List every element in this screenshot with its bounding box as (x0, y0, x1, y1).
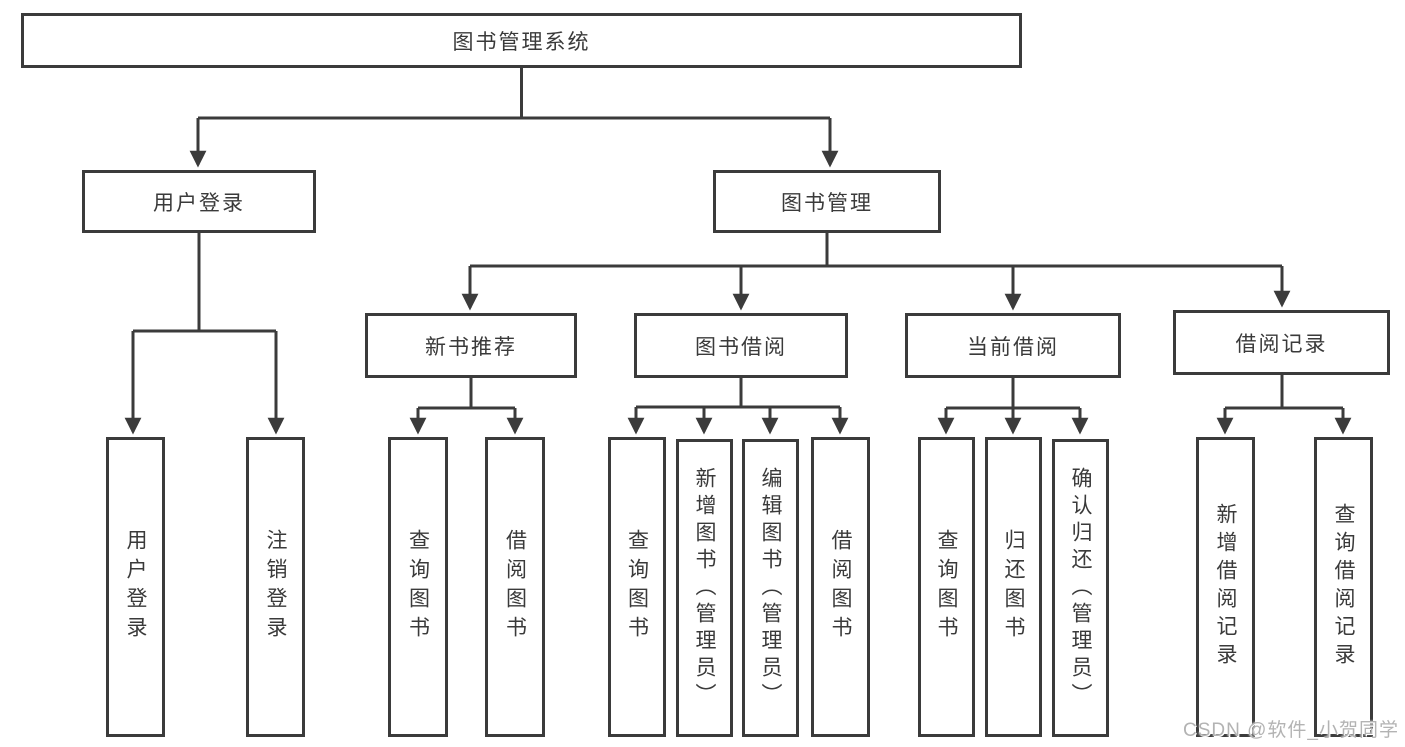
node-user-login: 用户登录 (82, 170, 316, 233)
leaf-query-borrow-record: 查询借阅记录 (1314, 437, 1373, 737)
leaf-label: 注销登录 (264, 529, 287, 645)
leaf-label: 查询图书 (406, 529, 430, 645)
leaf-label: 新增图书（管理员） (693, 466, 716, 710)
leaf-confirm-return-admin: 确认归还（管理员） (1052, 439, 1109, 737)
leaf-label: 查询借阅记录 (1332, 503, 1355, 671)
leaf-query-books-2: 查询图书 (608, 437, 666, 737)
node-label: 用户登录 (153, 191, 245, 215)
node-book-borrowing: 图书借阅 (634, 313, 848, 378)
node-root-library-system: 图书管理系统 (21, 13, 1022, 68)
node-borrow-records: 借阅记录 (1173, 310, 1390, 375)
node-current-borrowing: 当前借阅 (905, 313, 1121, 378)
leaf-query-books-3: 查询图书 (918, 437, 975, 737)
csdn-watermark: CSDN @软件_小贺同学 (1183, 720, 1399, 741)
node-label: 图书管理 (781, 191, 873, 215)
node-new-book-recommend: 新书推荐 (365, 313, 577, 378)
leaf-label: 借阅图书 (829, 529, 852, 645)
leaf-label: 查询图书 (625, 529, 649, 645)
leaf-label: 用户登录 (124, 529, 147, 645)
node-label: 图书借阅 (695, 335, 787, 359)
leaf-edit-book-admin: 编辑图书（管理员） (742, 439, 799, 737)
node-label: 图书管理系统 (452, 30, 591, 54)
leaf-query-books-1: 查询图书 (388, 437, 448, 737)
leaf-user-login: 用户登录 (106, 437, 165, 737)
node-label: 借阅记录 (1235, 332, 1328, 356)
node-book-management: 图书管理 (713, 170, 941, 233)
leaf-borrow-books-1: 借阅图书 (485, 437, 545, 737)
node-label: 新书推荐 (425, 335, 517, 359)
leaf-return-book: 归还图书 (985, 437, 1042, 737)
leaf-logout: 注销登录 (246, 437, 305, 737)
leaf-label: 编辑图书（管理员） (759, 466, 782, 710)
leaf-add-borrow-record: 新增借阅记录 (1196, 437, 1255, 737)
leaf-label: 归还图书 (1002, 529, 1025, 645)
leaf-label: 新增借阅记录 (1214, 503, 1237, 671)
leaf-add-book-admin: 新增图书（管理员） (676, 439, 733, 737)
node-label: 当前借阅 (967, 335, 1059, 359)
leaf-label: 借阅图书 (503, 529, 527, 645)
leaf-borrow-books-2: 借阅图书 (811, 437, 870, 737)
leaf-label: 查询图书 (935, 529, 958, 645)
leaf-label: 确认归还（管理员） (1069, 466, 1092, 710)
